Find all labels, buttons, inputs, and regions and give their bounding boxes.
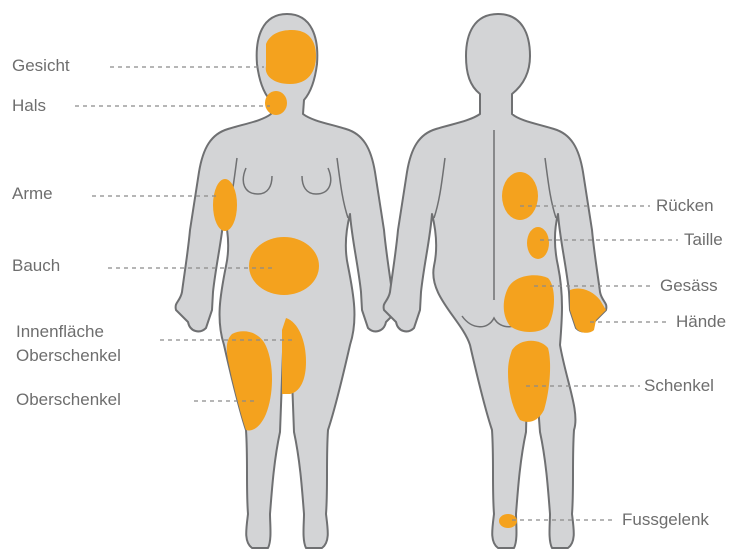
zone-gesaess <box>504 275 554 332</box>
front-figure <box>176 14 399 548</box>
label-gesicht: Gesicht <box>12 56 70 76</box>
back-figure <box>384 14 607 548</box>
label-oberschenkel: Oberschenkel <box>16 390 121 410</box>
label-haende: Hände <box>676 312 726 332</box>
back-body-silhouette <box>384 14 607 548</box>
label-gesaess: Gesäss <box>660 276 718 296</box>
zone-hals <box>265 91 287 115</box>
label-taille: Taille <box>684 230 723 250</box>
label-innenflaeche-line1: Innenfläche <box>16 322 104 342</box>
label-schenkel: Schenkel <box>644 376 714 396</box>
zone-taille <box>527 227 549 259</box>
zone-fussgelenk <box>499 514 517 528</box>
label-ruecken: Rücken <box>656 196 714 216</box>
label-hals: Hals <box>12 96 46 116</box>
zone-gesicht <box>266 30 316 84</box>
label-innenflaeche-line2: Oberschenkel <box>16 346 121 366</box>
zone-arme <box>213 179 237 231</box>
label-arme: Arme <box>12 184 53 204</box>
label-fussgelenk: Fussgelenk <box>622 510 709 530</box>
zone-ruecken <box>502 172 538 220</box>
label-bauch: Bauch <box>12 256 60 276</box>
zone-oberschenkel <box>227 331 272 430</box>
zone-bauch <box>249 237 319 295</box>
